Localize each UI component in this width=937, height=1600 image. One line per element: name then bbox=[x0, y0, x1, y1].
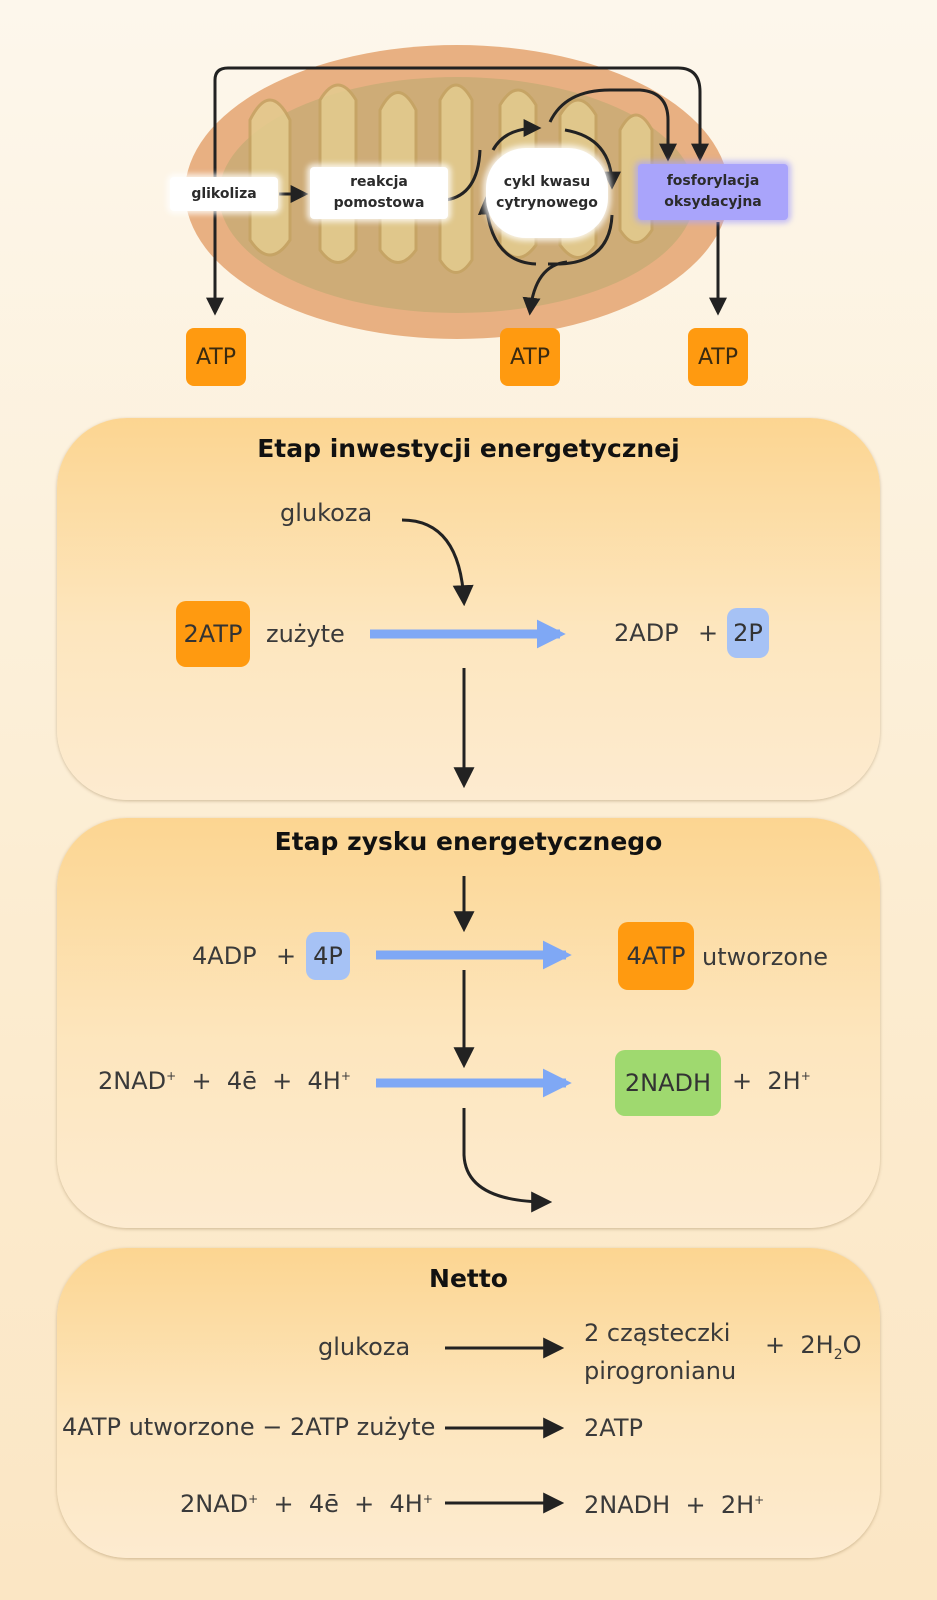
net-plus-2: + bbox=[273, 1490, 294, 1518]
net-glucose: glukoza bbox=[318, 1333, 411, 1361]
net-e: 4ē bbox=[308, 1490, 339, 1518]
net-plus-3: + bbox=[354, 1490, 375, 1518]
oxphos-box: fosforylacja oksydacyjna bbox=[638, 164, 788, 220]
investment-arrows bbox=[370, 518, 566, 789]
payoff-plus-2: + bbox=[191, 1067, 212, 1095]
cycle-label-2: cytrynowego bbox=[496, 195, 598, 211]
payoff-e: 4ē bbox=[226, 1067, 257, 1095]
payoff-h2: 2H bbox=[767, 1067, 801, 1095]
net-nadh-row: 2NADH + 2H+ bbox=[584, 1491, 765, 1519]
net-title: Netto bbox=[429, 1264, 508, 1293]
net-plus-1: + bbox=[765, 1331, 786, 1359]
net-pyruvate-2: pirogronianu bbox=[584, 1357, 737, 1385]
investment-p-chip: 2P bbox=[727, 608, 769, 658]
bridge-label-1: reakcja bbox=[350, 174, 408, 190]
payoff-nadh-chip: 2NADH bbox=[615, 1050, 721, 1116]
net-h: 4H bbox=[389, 1490, 423, 1518]
net-panel bbox=[57, 1248, 880, 1558]
net-plus-4: + bbox=[685, 1491, 706, 1519]
net-nadh: 2NADH bbox=[584, 1491, 671, 1519]
payoff-panel bbox=[57, 818, 880, 1228]
payoff-plus-1: + bbox=[276, 942, 297, 970]
atp-badge-cycle: ATP bbox=[500, 328, 560, 386]
arrow-bridge-cycle bbox=[445, 149, 482, 202]
payoff-nad: 2NAD bbox=[98, 1067, 167, 1095]
payoff-h: 4H bbox=[307, 1067, 341, 1095]
arrow-cycle-oxphos bbox=[548, 88, 677, 162]
net-water-row: + 2H2O bbox=[765, 1331, 862, 1363]
net-arrows bbox=[445, 1337, 565, 1514]
net-water: 2H2O bbox=[800, 1331, 862, 1363]
net-pyruvate: 2 cząsteczki pirogronianu bbox=[584, 1314, 736, 1390]
net-pyruvate-1: 2 cząsteczki bbox=[584, 1319, 731, 1347]
payoff-nad-row: 2NAD+ + 4ē + 4H+ bbox=[98, 1067, 351, 1095]
payoff-p-chip: 4P bbox=[306, 932, 350, 980]
oxphos-label-1: fosforylacja bbox=[666, 173, 760, 189]
payoff-title: Etap zysku energetycznego bbox=[274, 827, 663, 856]
net-atp-balance: 4ATP utworzone − 2ATP zużyte bbox=[62, 1413, 436, 1441]
investment-atp-chip: 2ATP bbox=[176, 601, 250, 667]
investment-title: Etap inwestycji energetycznej bbox=[257, 434, 680, 463]
arrow-cycle-atp bbox=[522, 260, 568, 316]
payoff-atp-chip: 4ATP bbox=[618, 922, 694, 990]
investment-used: zużyte bbox=[266, 620, 345, 648]
cycle-label-1: cykl kwasu bbox=[503, 174, 591, 190]
payoff-plus-4: + bbox=[732, 1067, 753, 1095]
glycolysis-label: glikoliza bbox=[191, 185, 257, 202]
arrow-glycolysis-oxphos bbox=[213, 66, 709, 180]
net-h2: 2H bbox=[720, 1491, 755, 1519]
arrow-payoff-out bbox=[462, 1108, 553, 1213]
net-atp-result: 2ATP bbox=[584, 1414, 643, 1442]
net-nad-row: 2NAD+ + 4ē + 4H+ bbox=[180, 1490, 433, 1518]
net-nad: 2NAD bbox=[180, 1490, 249, 1518]
investment-adp: 2ADP bbox=[614, 619, 679, 647]
investment-glucose: glukoza bbox=[280, 499, 373, 527]
cycle-arc-left bbox=[477, 196, 537, 266]
glycolysis-box: glikoliza bbox=[170, 177, 278, 211]
payoff-created: utworzone bbox=[702, 943, 829, 971]
oxphos-label-2: oksydacyjna bbox=[664, 194, 762, 210]
cycle-arc-right bbox=[564, 128, 621, 190]
payoff-adp: 4ADP bbox=[192, 942, 257, 970]
atp-badge-oxphos: ATP bbox=[688, 328, 748, 386]
payoff-h2-row: + 2H+ bbox=[732, 1067, 811, 1095]
investment-plus: + bbox=[698, 619, 719, 647]
mitochondrion-diagram bbox=[185, 45, 729, 339]
bridge-reaction-box: reakcja pomostowa bbox=[310, 167, 448, 219]
payoff-arrows bbox=[376, 876, 572, 1213]
cycle-arc-top bbox=[491, 119, 542, 151]
arrow-glucose-in bbox=[401, 518, 474, 607]
atp-badge-glycolysis: ATP bbox=[186, 328, 246, 386]
bridge-label-2: pomostowa bbox=[333, 195, 425, 211]
citric-acid-cycle-box: cykl kwasu cytrynowego bbox=[486, 148, 608, 238]
payoff-plus-3: + bbox=[272, 1067, 293, 1095]
